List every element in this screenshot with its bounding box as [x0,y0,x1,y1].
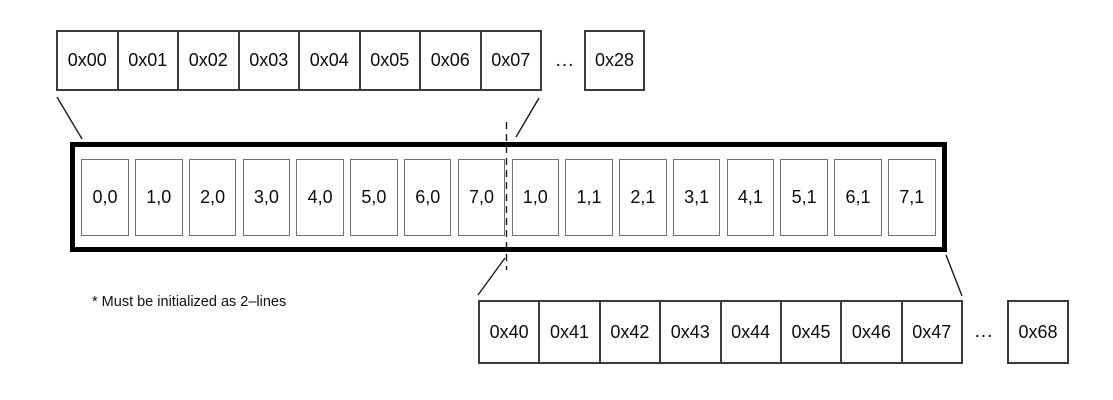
connector-top-right [515,97,540,138]
buffer-cell: 4,0 [296,158,344,236]
address-cell: 0x47 [900,302,961,362]
address-cell: 0x00 [67,50,107,70]
address-cell: 0x46 [840,302,900,362]
connector-bottom-left [477,257,506,296]
address-cell: 0x44 [719,302,780,362]
address-cell: 0x07 [479,32,541,89]
buffer-cell: 5,0 [350,158,398,236]
connector-bottom-right [945,254,963,297]
detached-address-box-0x28: 0x28 [584,30,645,91]
buffer-cell: 3,0 [242,158,291,236]
detached-address-box-0x68: 0x68 [1007,300,1069,364]
buffer-cell: 2,1 [619,158,667,236]
buffer-cell: 0,0 [81,158,129,236]
buffer-cell: 6,0 [403,158,452,236]
address-cell: 0x03 [237,32,299,89]
bottom-address-strip: 0x40 0x41 0x42 0x43 0x44 0x45 0x46 0x47 [478,300,963,364]
buffer-cell: 4,1 [726,158,775,236]
buffer-cell: 7,0 [457,158,506,236]
line-buffer-box: 0,0 1,0 2,0 3,0 4,0 5,0 6,0 7,0 1,0 1,1 … [70,142,947,252]
buffer-cell: 2,0 [188,158,237,236]
buffer-cell: 1,0 [135,158,183,236]
buffer-cell: 5,1 [780,158,828,236]
address-cell: 0x40 [489,321,529,342]
buffer-cell: 6,1 [834,158,882,236]
address-cell: 0x42 [598,302,659,362]
connector-top-left [56,96,83,140]
buffer-cell: 1,0 [511,158,560,236]
address-cell: 0x02 [177,32,238,89]
address-cell: 0x41 [538,302,598,362]
top-address-strip: 0x00 0x01 0x02 0x03 0x04 0x05 0x06 0x07 [56,30,542,91]
address-cell: 0x04 [298,32,359,89]
top-ellipsis: ... [555,50,575,71]
address-cell: 0x45 [779,302,840,362]
address-cell: 0x06 [419,32,480,89]
address-cell: 0x01 [116,32,178,89]
buffer-cell: 1,1 [565,158,613,236]
buffer-cell: 7,1 [888,158,936,236]
address-cell: 0x05 [358,32,420,89]
footnote-text: * Must be initialized as 2–lines [92,294,287,310]
buffer-cell: 3,1 [672,158,721,236]
bottom-ellipsis: ... [974,321,994,342]
address-cell: 0x43 [659,302,719,362]
